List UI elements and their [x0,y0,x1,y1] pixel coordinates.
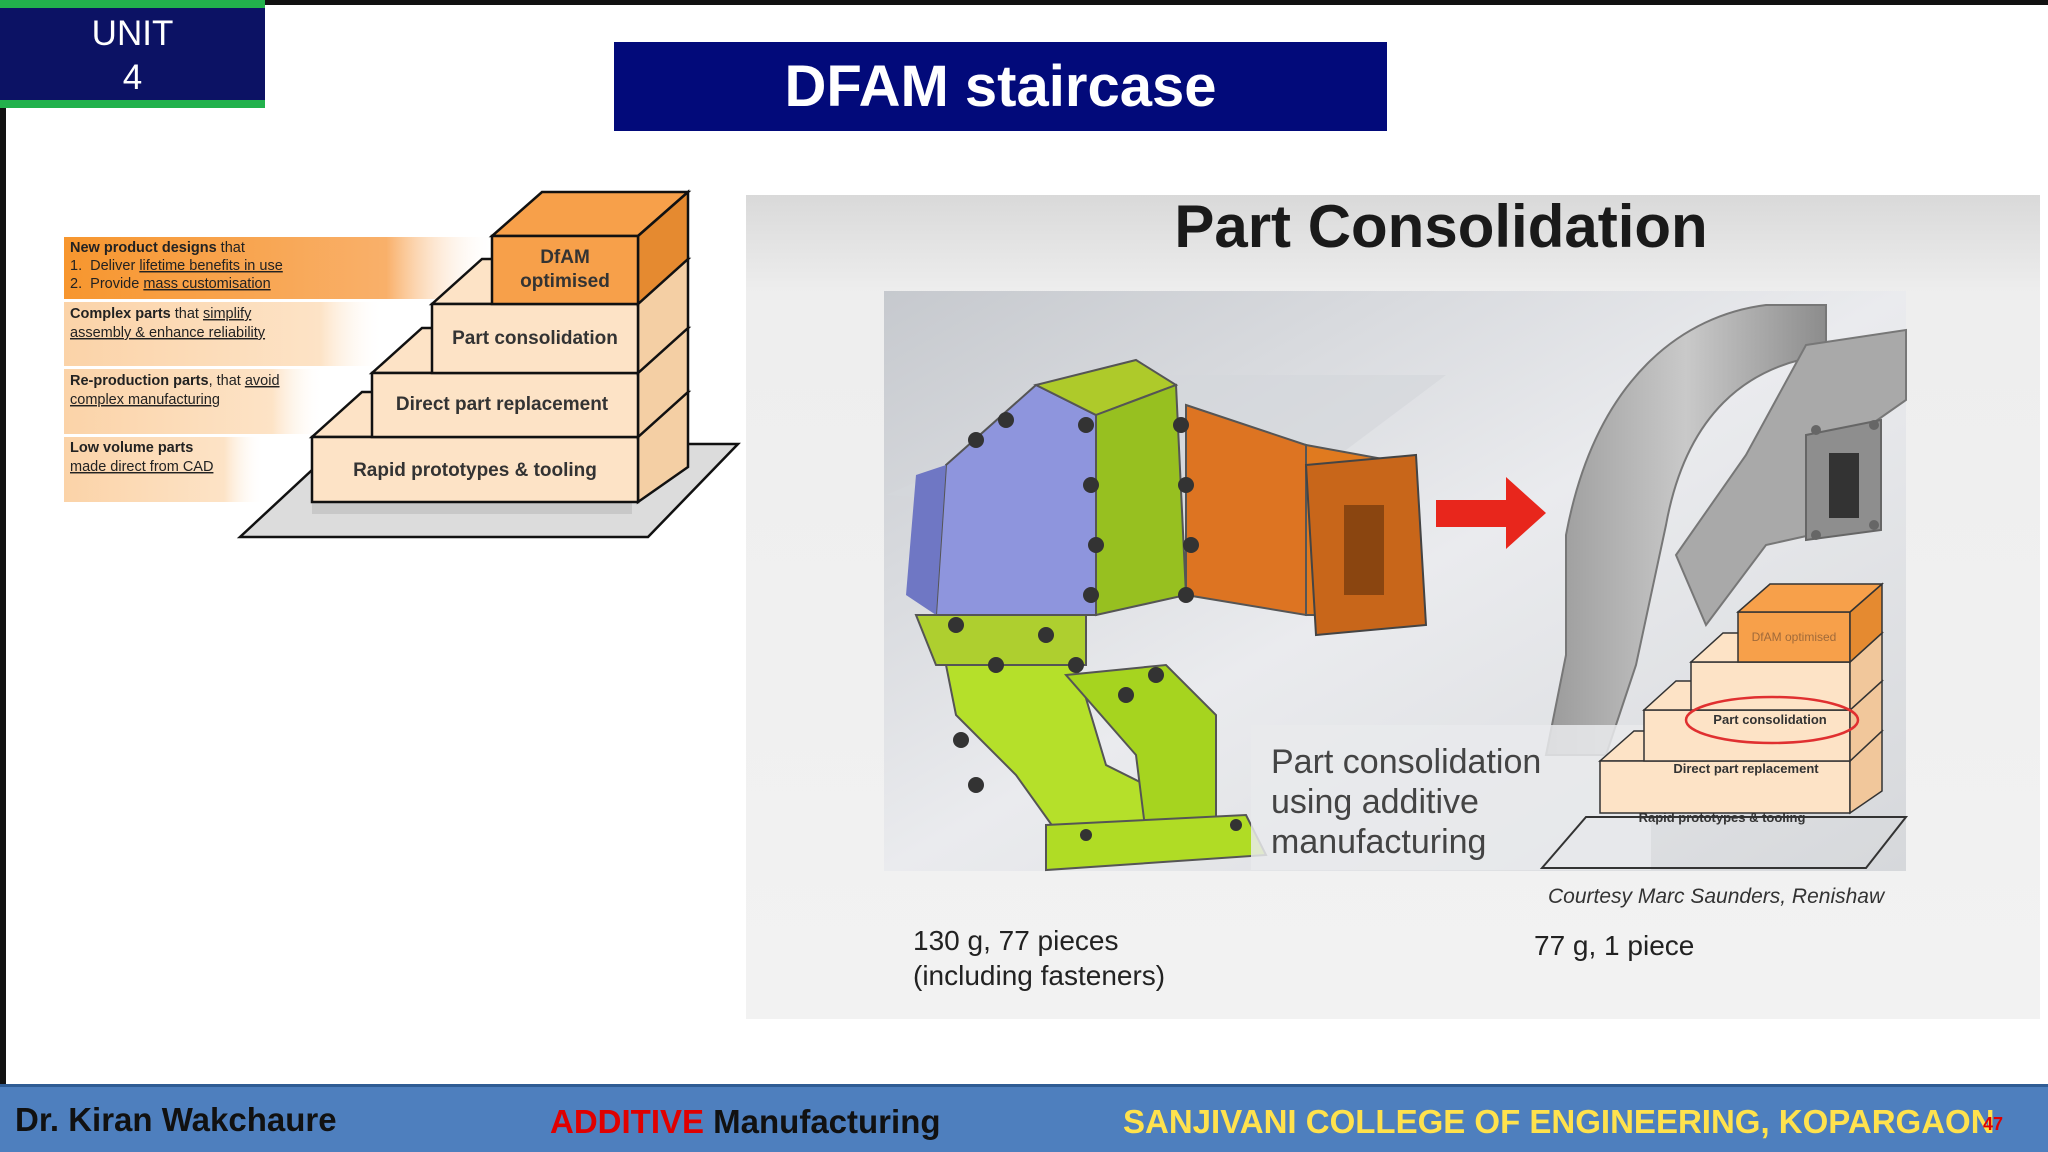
step2-desc-line-1: Complex parts that simplify [70,306,252,322]
desc-fragment: simplify [203,306,252,322]
desc-fragment: avoid [245,373,280,389]
step3-desc-line-1: Re-production parts, that avoid [70,373,280,389]
step2-desc-line-2: assembly & enhance reliability [70,325,266,341]
mini-step-2: Part consolidation [1713,712,1826,727]
mini-staircase: DfAM optimised Part consolidation Direct… [1539,582,1909,869]
page-number: 47 [1983,1114,2004,1134]
step3-front [370,371,640,439]
step4-front [310,435,640,504]
step4-desc-line-1: Low volume parts [70,440,193,456]
step2-front [430,302,640,375]
author-name: Dr. Kiran Wakchaure [15,1101,337,1138]
step1-label-line1: DfAM [540,247,590,268]
left-caption-line-2: (including fasteners) [913,960,1166,991]
image-heading: Part Consolidation [1174,195,1708,260]
step1-desc-line-3: 2. Provide mass customisation [70,276,271,292]
unit-number: 4 [122,58,143,97]
mini-step-3: Direct part replacement [1673,761,1819,776]
multi-piece-waveguide-assembly [906,358,1428,872]
step3-label: Direct part replacement [396,394,609,415]
mini-step-4: Rapid prototypes & tooling [1639,810,1806,825]
desc-fragment: Low volume parts [70,440,193,456]
step2-label: Part consolidation [452,328,618,349]
step1-desc-line-1: New product designs that [70,240,245,256]
desc-fragment: mass customisation [143,276,270,292]
desc-fragment: lifetime benefits in use [139,258,282,274]
step1-desc-line-2: 1. Deliver lifetime benefits in use [70,258,283,274]
desc-fragment: that [171,306,203,322]
left-caption: 130 g, 77 pieces (including fasteners) [913,923,1165,993]
desc-fragment: , that [209,373,245,389]
dfam-staircase-diagram: DfAM optimised Part consolidation Direct… [64,189,741,539]
overlay-line-3: manufacturing [1271,823,1486,861]
top-border [0,0,2048,5]
step4-label: Rapid prototypes & tooling [353,460,597,481]
desc-row-bg-4 [64,437,264,502]
overlay-line-1: Part consolidation [1271,743,1541,781]
overlay-line-2: using additive [1271,783,1479,821]
left-border [0,0,6,1086]
desc-row-bg-1 [64,237,494,299]
desc-fragment: 1. Deliver [70,258,139,274]
desc-row-bg-2 [64,302,384,366]
desc-fragment: complex manufacturing [70,392,220,408]
footer-bar: Dr. Kiran Wakchaure ADDITIVE Manufacturi… [0,1084,2048,1152]
course-accent: ADDITIVE [550,1103,705,1140]
step3-desc-line-2: complex manufacturing [70,392,220,408]
unit-badge: UNIT 4 [0,0,265,108]
overlay-text-panel [1251,725,1651,870]
desc-fragment: 2. Provide [70,276,143,292]
desc-fragment: made direct from CAD [70,459,213,475]
single-piece-waveguide [1544,304,1907,756]
desc-fragment: Complex parts [70,306,171,322]
slide-title: DFAM staircase [614,42,1387,131]
right-caption: 77 g, 1 piece [1534,930,1695,961]
step1-label-line2: optimised [520,271,610,292]
mini-step-1: DfAM optimised [1752,630,1837,644]
desc-fragment: that [217,240,245,256]
course-rest: Manufacturing [704,1103,941,1140]
left-caption-line-1: 130 g, 77 pieces [913,925,1119,956]
step4-desc-line-2: made direct from CAD [70,459,213,475]
image-credit: Courtesy Marc Saunders, Renishaw [1548,885,1885,908]
image-illustration: Part consolidation using additive manufa… [884,291,1909,872]
desc-fragment: Re-production parts [70,373,209,389]
red-arrow-icon [1436,477,1546,549]
highlight-circle [1684,695,1860,745]
step1-front [490,234,640,306]
desc-row-bg-3 [64,369,324,434]
unit-label: UNIT [91,14,174,53]
desc-fragment: assembly & enhance reliability [70,325,266,341]
course-name: ADDITIVE Manufacturing [550,1103,941,1141]
college-name: SANJIVANI COLLEGE OF ENGINEERING, KOPARG… [1123,1103,1995,1140]
desc-fragment: New product designs [70,240,217,256]
step-descriptions: New product designs that 1. Deliver lifet… [70,240,283,475]
part-consolidation-image: Part Consolidation [746,195,2040,1019]
